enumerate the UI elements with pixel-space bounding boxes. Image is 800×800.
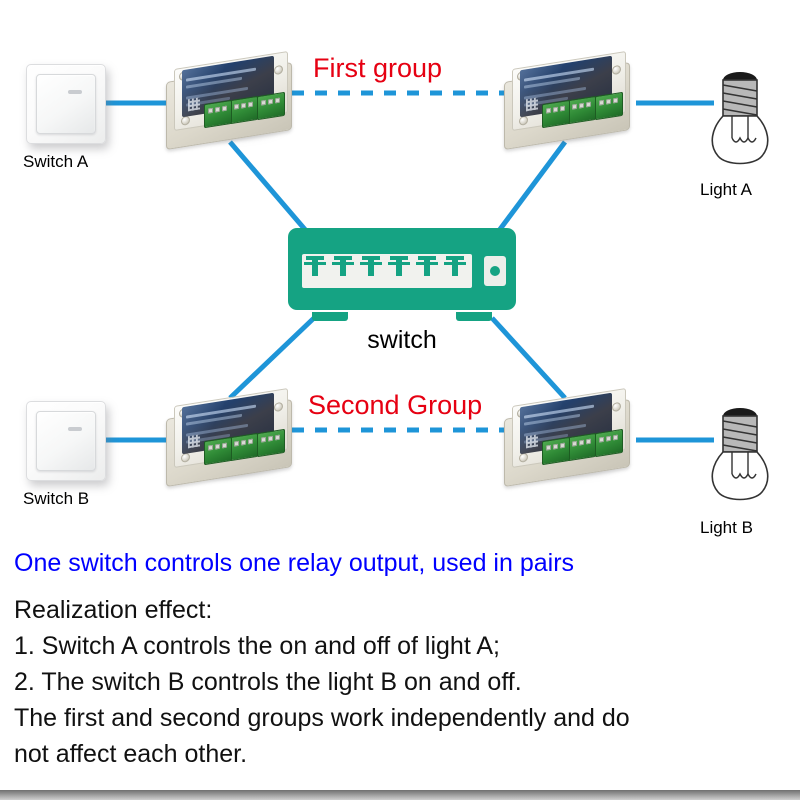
terminal-block [595, 428, 623, 458]
bottom-bar [0, 790, 800, 800]
rj45-port-icon[interactable] [304, 256, 326, 286]
group-label-second: Second Group [308, 390, 483, 420]
screw-icon [612, 401, 621, 413]
screw-icon [274, 401, 283, 413]
description-line: not affect each other. [14, 740, 248, 768]
wall-switch-b-body [26, 401, 106, 481]
wall-switch-a-body [26, 64, 106, 144]
relay-module-a-output[interactable] [498, 50, 638, 156]
label-light-a: Light A [700, 180, 752, 199]
wall-switch-a[interactable] [26, 64, 106, 144]
network-switch-foot [456, 312, 492, 321]
description-line: 2. The switch B controls the light B on … [14, 668, 522, 696]
screw-icon [274, 64, 283, 76]
wire-relay-a-out-to-switch [489, 140, 568, 242]
relay-module-b-output[interactable] [498, 387, 638, 493]
terminal-block [542, 436, 570, 466]
network-switch-body [288, 228, 516, 310]
rj45-port-icon[interactable] [416, 256, 438, 286]
wiring-diagram: Switch A [23, 50, 769, 537]
terminal-block [230, 432, 258, 462]
description-line: 1. Switch A controls the on and off of l… [14, 632, 500, 660]
terminal-block [257, 91, 285, 121]
relay-module-b-input[interactable] [160, 387, 300, 493]
rj45-port-icon[interactable] [444, 256, 466, 286]
terminal-block [568, 432, 596, 462]
wire-relay-b-in-to-switch [228, 316, 316, 400]
label-network-switch: switch [367, 326, 437, 354]
network-switch[interactable]: switch [288, 228, 516, 354]
terminal-block [230, 95, 258, 125]
indicator-led-icon [68, 427, 82, 431]
wall-switch-b-rocker[interactable] [36, 411, 96, 471]
description-line: The first and second groups work indepen… [14, 704, 630, 732]
light-bulb-b [711, 408, 769, 501]
label-light-b: Light B [700, 518, 753, 537]
label-switch-b: Switch B [23, 489, 90, 508]
label-switch-a: Switch A [23, 152, 89, 171]
headline-text: One switch controls one relay output, us… [14, 549, 575, 577]
wire-relay-a-in-to-switch [228, 140, 316, 242]
terminal-block [257, 428, 285, 458]
terminal-block [595, 91, 623, 121]
power-indicator-icon [484, 256, 506, 286]
network-switch-foot [312, 312, 348, 321]
wall-switch-a-rocker[interactable] [36, 74, 96, 134]
group-label-first: First group [313, 53, 443, 83]
description-line: Realization effect: [14, 596, 213, 624]
description-block: One switch controls one relay output, us… [0, 546, 800, 772]
screw-icon [612, 64, 621, 76]
terminal-block [542, 99, 570, 129]
light-bulb-a [711, 72, 769, 165]
rj45-port-icon[interactable] [360, 256, 382, 286]
terminal-block [204, 436, 232, 466]
terminal-block [204, 99, 232, 129]
rj45-port-icon[interactable] [332, 256, 354, 286]
rj45-port-icon[interactable] [388, 256, 410, 286]
wire-relay-b-out-to-switch [490, 316, 567, 400]
wall-switch-b[interactable] [26, 401, 106, 481]
network-switch-port-strip [302, 254, 472, 288]
wire-layer [96, 90, 714, 443]
terminal-block [568, 95, 596, 125]
indicator-led-icon [68, 90, 82, 94]
relay-module-a-input[interactable] [160, 50, 300, 156]
